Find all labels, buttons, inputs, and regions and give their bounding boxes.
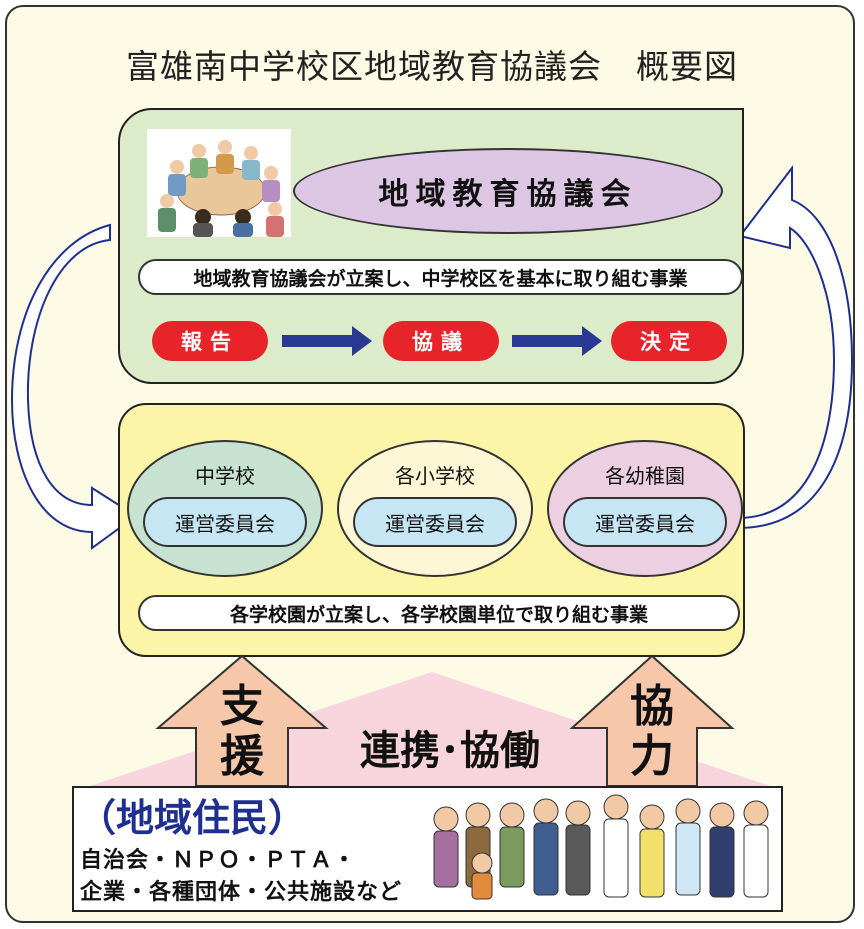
residents-line-2: 企業・各種団体・公共施設など bbox=[80, 880, 403, 905]
support-label: 支 援 bbox=[212, 682, 272, 782]
step-discussion: 協議 bbox=[383, 321, 499, 361]
junior-high-committee: 運営委員会 bbox=[143, 497, 307, 547]
council-project-label: 地域教育協議会が立案し、中学校区を基本に取り組む事業 bbox=[138, 259, 743, 295]
collaboration-label: 連携･協働 bbox=[360, 728, 540, 774]
step-decision: 決定 bbox=[611, 321, 727, 361]
support-arrow bbox=[155, 654, 329, 787]
kindergarten-name: 各幼稚園 bbox=[605, 464, 685, 488]
cooperation-char-2: 力 bbox=[630, 731, 674, 782]
support-char-1: 支 bbox=[220, 681, 264, 732]
elementary-committee: 運営委員会 bbox=[353, 497, 517, 547]
meeting-illustration bbox=[147, 129, 291, 237]
cooperation-label: 協 力 bbox=[622, 682, 682, 782]
elementary-name: 各小学校 bbox=[395, 464, 475, 488]
step-report: 報告 bbox=[152, 321, 268, 361]
kindergarten-committee: 運営委員会 bbox=[563, 497, 727, 547]
page-title: 富雄南中学校区地域教育協議会 概要図 bbox=[126, 47, 738, 86]
right-cycle-arrow bbox=[737, 165, 854, 530]
residents-title: （地域住民） bbox=[78, 796, 307, 840]
junior-high-name: 中学校 bbox=[195, 464, 255, 488]
kindergarten-oval: 各幼稚園 運営委員会 bbox=[547, 440, 743, 577]
residents-line-1: 自治会・ＮＰＯ・ＰＴＡ・ bbox=[80, 848, 357, 873]
school-project-label: 各学校園が立案し、各学校園単位で取り組む事業 bbox=[138, 595, 740, 631]
elementary-oval: 各小学校 運営委員会 bbox=[337, 440, 533, 577]
residents-illustration bbox=[433, 794, 769, 900]
cooperation-arrow bbox=[569, 654, 735, 787]
support-char-2: 援 bbox=[220, 731, 264, 782]
council-name-oval: 地域教育協議会 bbox=[293, 148, 723, 234]
cooperation-char-1: 協 bbox=[630, 681, 674, 732]
junior-high-oval: 中学校 運営委員会 bbox=[127, 440, 323, 577]
